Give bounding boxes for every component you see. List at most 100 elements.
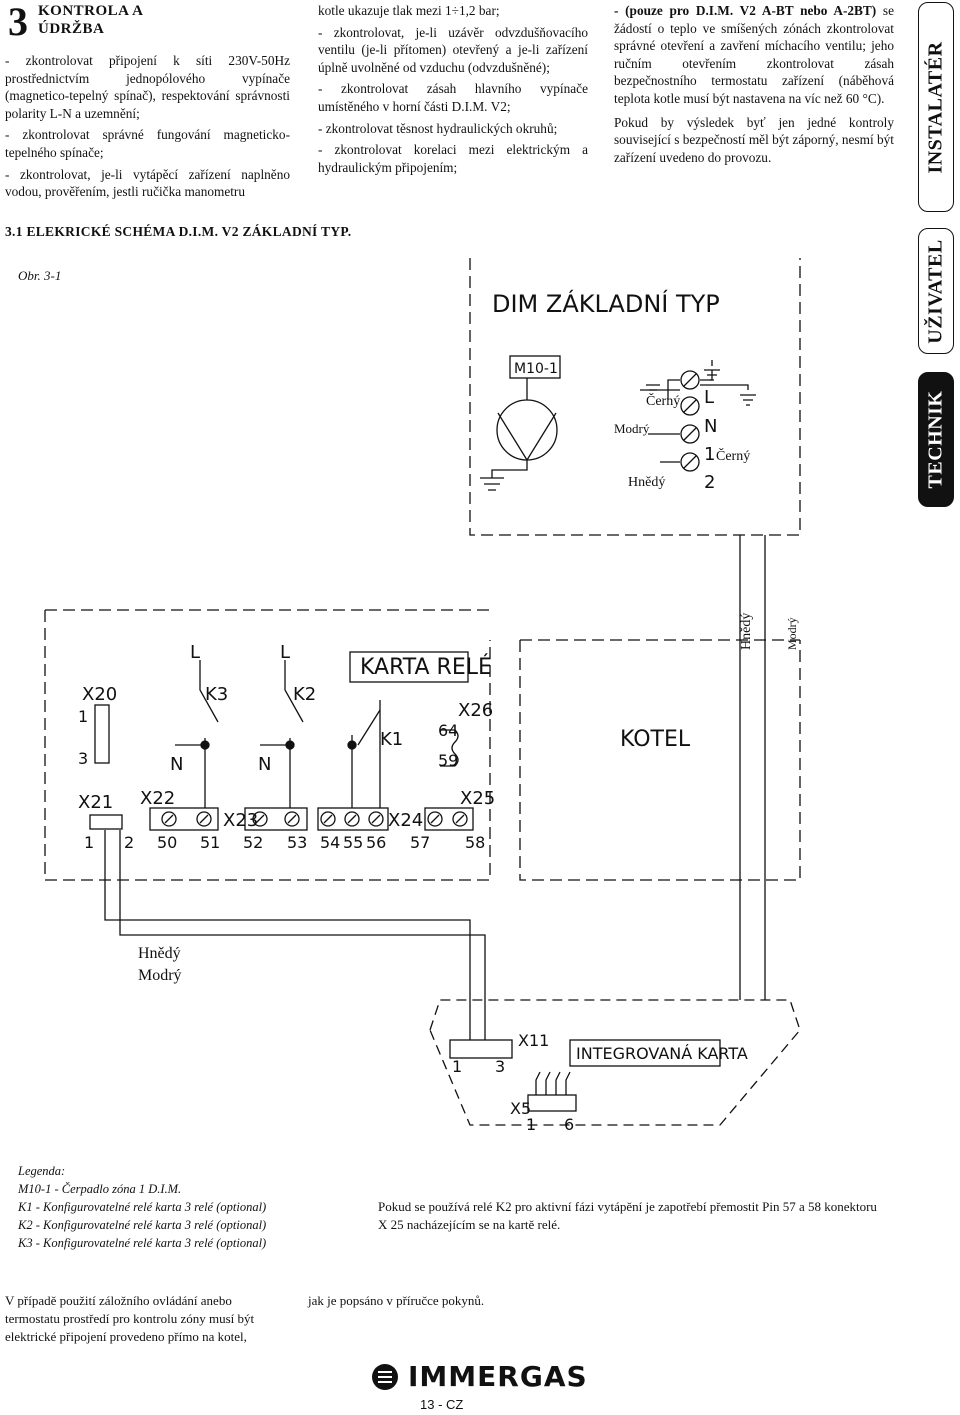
pin-label: 57 [410, 833, 430, 852]
section-title: KONTROLA A ÚDRŽBA [38, 2, 143, 38]
pin-label: 56 [366, 833, 386, 852]
connector-label: X23 [223, 810, 258, 831]
terminal-screw [680, 370, 700, 390]
terminal-label: L [704, 387, 714, 408]
wire-label: Hnědý [138, 945, 181, 962]
subsection-title: 3.1 ELEKRICKÉ SCHÉMA D.I.M. V2 ZÁKLADNÍ … [5, 224, 352, 239]
brand-name: IMMERGAS [408, 1360, 588, 1393]
integrated-card-label: INTEGROVANÁ KARTA [576, 1044, 748, 1063]
col1-paragraph: - zkontrolovat, je-li vytápěcí zařízení … [5, 166, 290, 200]
pin-label: 6 [564, 1115, 574, 1134]
wire-label: Černý [716, 447, 750, 464]
x5-connector [527, 1094, 577, 1112]
pin-label: 50 [157, 833, 177, 852]
pin-label: 55 [343, 833, 363, 852]
dim-box-outline [469, 258, 801, 536]
brand-mark-icon [372, 1363, 398, 1390]
wire-label: Modrý [614, 421, 650, 436]
pin-label: 51 [200, 833, 220, 852]
pin-label: 3 [78, 749, 88, 768]
terminal-label: 1 [704, 444, 715, 465]
wire-label: Modrý [785, 617, 799, 650]
relay-label: K1 [380, 729, 403, 750]
connector-label: X25 [460, 788, 495, 809]
relay-card-outline [44, 609, 491, 881]
pin-label: 64 [438, 721, 458, 740]
tab-installer[interactable]: INSTALATÉR [918, 2, 954, 212]
pin-label: 1 [84, 833, 94, 852]
legend-item: K3 - Konfigurovatelné relé karta 3 relé … [18, 1236, 267, 1250]
col3-paragraph: se žádostí o teplo ve smíšených zónách z… [614, 3, 894, 106]
x11-connector [449, 1039, 513, 1059]
bottom-paragraph: jak je popsáno v příručce pokynů. [308, 1293, 485, 1308]
pin-label: 54 [320, 833, 340, 852]
legend-item: K1 - Konfigurovatelné relé karta 3 relé … [18, 1200, 267, 1214]
connector-label: X21 [78, 792, 113, 813]
col2-paragraph: - zkontrolovat, je-li uzávěr odvzdušňova… [318, 24, 588, 75]
connector-label: X5 [510, 1099, 531, 1118]
col1-paragraph: - zkontrolovat správné fungování magneti… [5, 127, 290, 160]
wire-label: Modrý [138, 967, 182, 984]
pin-label: 1 [526, 1115, 536, 1134]
pump-label-box [509, 355, 561, 379]
tab-user[interactable]: UŽIVATEL [918, 228, 954, 354]
pin-label: 1 [78, 707, 88, 726]
terminal-screws [161, 811, 468, 827]
connector-label: X11 [518, 1031, 549, 1050]
col3-heading: - (pouze pro D.I.M. V2 A-BT nebo A-2BT) [614, 3, 877, 18]
connector-label: X20 [82, 684, 117, 705]
pin-label: 3 [495, 1057, 505, 1076]
relay-note: Pokud se používá relé K2 pro aktivní fáz… [378, 1199, 877, 1232]
pin-label: 2 [124, 833, 134, 852]
pin-label: 58 [465, 833, 485, 852]
pump-symbol [496, 399, 558, 461]
x22-terminal-block [149, 807, 219, 831]
section-title-line2: ÚDRŽBA [38, 21, 105, 37]
boiler-outline [519, 639, 801, 881]
column-3: - (pouze pro D.I.M. V2 A-BT nebo A-2BT) … [614, 2, 894, 166]
tab-technician[interactable]: TECHNIK [918, 372, 954, 507]
connector-label: X22 [140, 788, 175, 809]
dim-title: DIM ZÁKLADNÍ TYP [492, 289, 720, 318]
terminal-label: 2 [704, 472, 715, 493]
brand-logo: IMMERGAS [370, 1360, 588, 1393]
col2-paragraph: - zkontrolovat těsnost hydraulických okr… [318, 120, 558, 136]
column-2: kotle ukazuje tlak mezi 1÷1,2 bar; - zko… [318, 2, 588, 176]
pin-label: 53 [287, 833, 307, 852]
integrated-card-outline [429, 999, 801, 1126]
col3-paragraph: Pokud by výsledek byť jen jedné kontroly… [614, 114, 894, 165]
x21-connector [89, 814, 123, 830]
wire-label: Hnědý [628, 475, 665, 490]
col2-paragraph: - zkontrolovat zásah hlavního vypínače u… [318, 81, 588, 114]
col1-paragraph: - zkontrolovat připojení k síti 230V-50H… [5, 53, 290, 121]
terminal-screw [680, 424, 700, 444]
col2-paragraph: - zkontrolovat korelaci mezi elektrickým… [318, 142, 588, 175]
relay-phase-label: L [280, 642, 290, 663]
boiler-label: KOTEL [620, 727, 691, 752]
legend-item: K2 - Konfigurovatelné relé karta 3 relé … [18, 1218, 267, 1232]
pin-label: 1 [452, 1057, 462, 1076]
legend: Legenda: M10-1 - Čerpadlo zóna 1 D.I.M. … [18, 1162, 266, 1252]
connector-label: X26 [458, 700, 493, 721]
x25-terminal-block [424, 807, 474, 831]
terminal-label: N [704, 416, 717, 437]
column-1: - zkontrolovat připojení k síti 230V-50H… [5, 52, 290, 201]
relay-label: K2 [293, 684, 316, 705]
x24-terminal-block [317, 807, 389, 831]
terminal-screw [680, 396, 700, 416]
relay-label: K3 [205, 684, 228, 705]
neutral-label: N [170, 754, 183, 775]
wire-label: Hnědý [739, 613, 754, 650]
x23-terminal-block [244, 807, 308, 831]
x20-connector [94, 704, 110, 764]
connector-label: X24 [388, 810, 423, 831]
pin-label: 52 [243, 833, 263, 852]
pin-label: 59 [438, 751, 458, 770]
relay-card-title: KARTA RELÉ [360, 654, 492, 680]
wire-label: Černý [646, 392, 680, 409]
section-number: 3 [8, 0, 28, 44]
pump-label: M10-1 [514, 361, 558, 377]
neutral-label: N [258, 754, 271, 775]
bottom-paragraph: V případě použití záložního ovládání ane… [5, 1293, 255, 1344]
legend-item: M10-1 - Čerpadlo zóna 1 D.I.M. [18, 1182, 182, 1196]
